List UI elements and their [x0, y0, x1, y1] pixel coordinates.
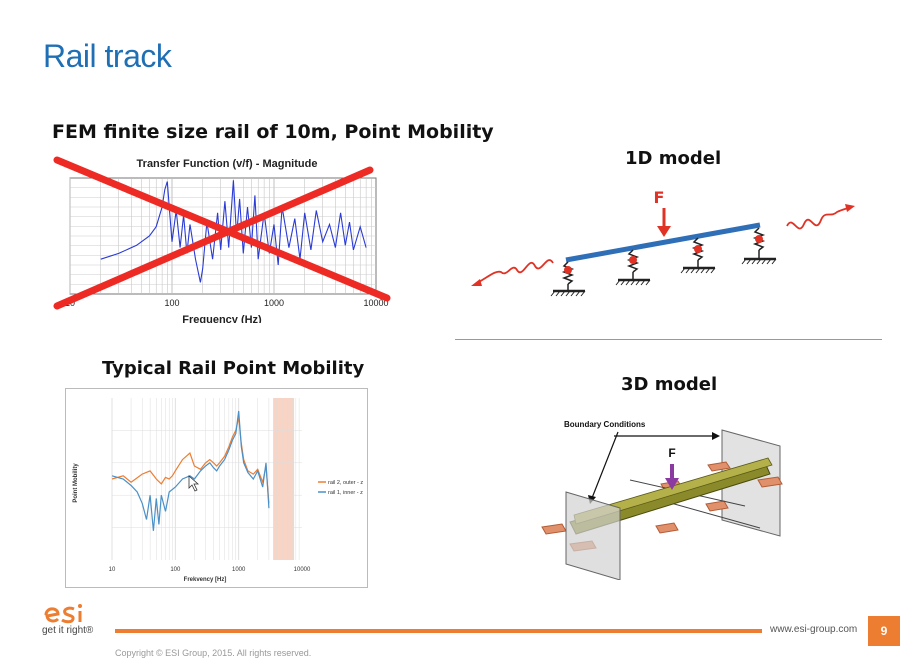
rail-beam [565, 222, 761, 263]
typical-x-label: Frekvency [Hz] [184, 577, 227, 583]
page-number: 9 [868, 616, 900, 646]
typical-x-ticks: 10 100 1000 10000 [109, 567, 311, 573]
model-3d-diagram: Boundary Conditions F [541, 420, 783, 580]
typical-series-line-inner [111, 410, 270, 531]
right-wave-arrow-icon [845, 204, 855, 212]
boundary-plane-right [721, 429, 781, 537]
boundary-conditions-label: Boundary Conditions [564, 420, 646, 429]
esi-logo-icon [44, 604, 82, 624]
fem-cross-line-2 [53, 166, 374, 310]
typical-series-line-outer [111, 417, 270, 504]
fem-x-label: Frequency (Hz) [182, 314, 262, 323]
fem-tick-label: 100 [164, 298, 179, 308]
left-wave-arrow-icon [471, 279, 482, 286]
fem-chart-title: Transfer Function (v/f) - Magnitude [137, 158, 318, 170]
force-label-3d: F [668, 446, 675, 460]
fem-series-line [100, 180, 367, 283]
sleeper-line-2 [659, 499, 761, 529]
bc-arrow-right-head-icon [712, 432, 720, 440]
fem-tick-label: 1000 [264, 298, 284, 308]
bc-arrow-left [591, 431, 619, 499]
typical-legend-outer: rail 2, outer - z [328, 480, 363, 486]
typical-highlight-band [273, 398, 295, 560]
support-4 [741, 227, 777, 265]
typical-heading: Typical Rail Point Mobility [102, 358, 365, 379]
support-2 [615, 249, 651, 286]
force-label-1d: F [654, 188, 665, 207]
logo-tagline: get it right® [42, 625, 94, 636]
right-wave-icon [786, 207, 849, 230]
typical-tick-label: 10 [109, 567, 116, 573]
left-wave-icon [476, 259, 554, 284]
model-1d-diagram: F [471, 188, 855, 297]
boundary-plane-left [565, 491, 621, 580]
fem-tick-label: 10000 [363, 298, 388, 308]
typical-tick-label: 10000 [294, 567, 311, 573]
section-divider [455, 339, 882, 340]
force-arrow-head-icon [657, 226, 671, 237]
model-1d-heading: 1D model [625, 148, 722, 169]
footer-bar [115, 629, 762, 633]
typical-tick-label: 1000 [232, 567, 246, 573]
fem-chart: Transfer Function (v/f) - Magnitude 1010… [53, 156, 391, 323]
slide-title: Rail track [43, 38, 172, 74]
force-arrow-3d-head-icon [665, 478, 679, 490]
footer-url[interactable]: www.esi-group.com [770, 624, 858, 635]
fem-cross-line-1 [53, 156, 391, 302]
typical-legend-inner: rail 1, inner - z [328, 490, 363, 496]
fem-heading: FEM finite size rail of 10m, Point Mobil… [52, 121, 494, 143]
typical-chart-frame [65, 388, 368, 588]
typical-chart: 10 100 1000 10000 Point Mobility Frekvency … [65, 388, 368, 588]
typical-y-label: Point Mobility [73, 463, 79, 503]
copyright: Copyright © ESI Group, 2015. All rights … [115, 648, 312, 658]
support-3 [680, 237, 716, 274]
model-3d-heading: 3D model [621, 374, 718, 395]
typical-tick-label: 100 [170, 567, 181, 573]
cursor-icon [188, 475, 200, 492]
support-1 [550, 261, 586, 297]
